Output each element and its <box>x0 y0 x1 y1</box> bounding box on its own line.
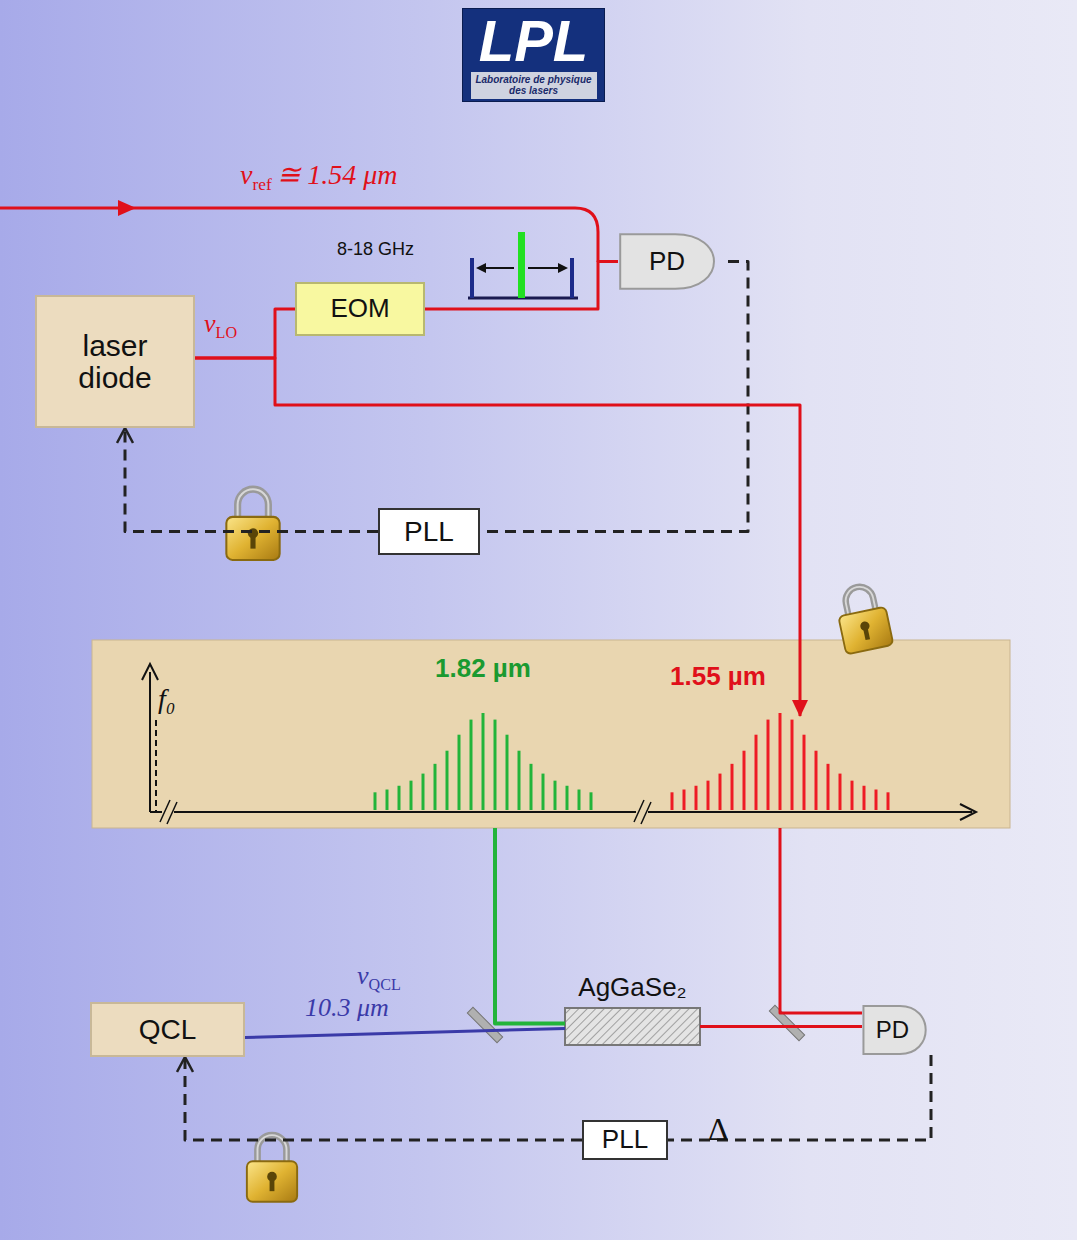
laser-box: laser diode <box>35 295 195 428</box>
connector <box>780 828 862 1013</box>
label-text: ν <box>240 159 252 190</box>
box-label: PLL <box>602 1126 648 1153</box>
beam-label: νQCL <box>357 962 401 993</box>
subscript: ref <box>252 175 271 194</box>
connector <box>195 358 800 716</box>
photodiode: PD <box>618 233 728 290</box>
comb-label: 1.82 µm <box>435 654 531 683</box>
crystal-box: AgGaSe₂ <box>565 1008 700 1045</box>
box-label: PLL <box>404 517 454 546</box>
pll-box: PLL <box>378 508 480 555</box>
connector <box>185 1057 582 1140</box>
box-label: EOM <box>330 295 389 322</box>
connector <box>495 828 565 1024</box>
fabry-perot-cavity <box>468 232 578 298</box>
subscript: LO <box>216 324 237 341</box>
pll-box: PLL <box>582 1120 668 1160</box>
connector <box>700 1025 862 1028</box>
connector <box>480 262 748 532</box>
reference-beam <box>0 200 598 262</box>
connector <box>668 1055 931 1140</box>
lock-icon <box>247 1135 297 1202</box>
logo-subtitle: Laboratoire de physique des lasers <box>471 72 597 99</box>
lock-icon <box>226 489 279 560</box>
label-text: ≅ 1.54 μm <box>277 159 397 190</box>
comb-panel: f₀ 1.82 µm 1.55 µm <box>92 640 1010 828</box>
label-text: 10.3 μm <box>305 993 389 1022</box>
box-label: PD <box>649 248 685 275</box>
label-text: 8-18 GHz <box>337 239 414 259</box>
connector <box>245 1029 565 1038</box>
label-text: Δ <box>708 1111 729 1147</box>
frequency-label: 8-18 GHz <box>337 240 414 260</box>
comb-spectrum <box>92 640 1010 828</box>
wavelength-label: 10.3 μm <box>305 994 389 1023</box>
logo-badge: LPLLaboratoire de physique des lasers <box>462 8 605 102</box>
nonlinear-crystal <box>565 1008 700 1045</box>
crystal-label: AgGaSe₂ <box>578 973 686 1002</box>
comb-label: 1.55 µm <box>670 662 766 691</box>
box-label: PD <box>876 1017 909 1042</box>
logo-text: LPL <box>479 12 589 70</box>
beam-label: νLO <box>204 310 237 341</box>
connector <box>425 262 618 310</box>
axis-label: f₀ <box>158 684 176 715</box>
box-label: QCL <box>139 1015 197 1044</box>
beam-label: νref ≅ 1.54 μm <box>240 160 398 194</box>
connector <box>125 428 378 532</box>
photodiode: PD <box>862 1005 935 1055</box>
laser-box: QCL <box>90 1002 245 1057</box>
modulator-box: EOM <box>295 282 425 336</box>
label-text: ν <box>204 309 216 338</box>
signal-label: Δ <box>708 1112 729 1147</box>
lock-icon <box>833 582 893 654</box>
connector <box>195 309 295 358</box>
subscript: QCL <box>369 976 401 993</box>
box-label: laser diode <box>43 330 187 393</box>
dichroic-mirror <box>769 1005 804 1040</box>
label-text: ν <box>357 961 369 990</box>
